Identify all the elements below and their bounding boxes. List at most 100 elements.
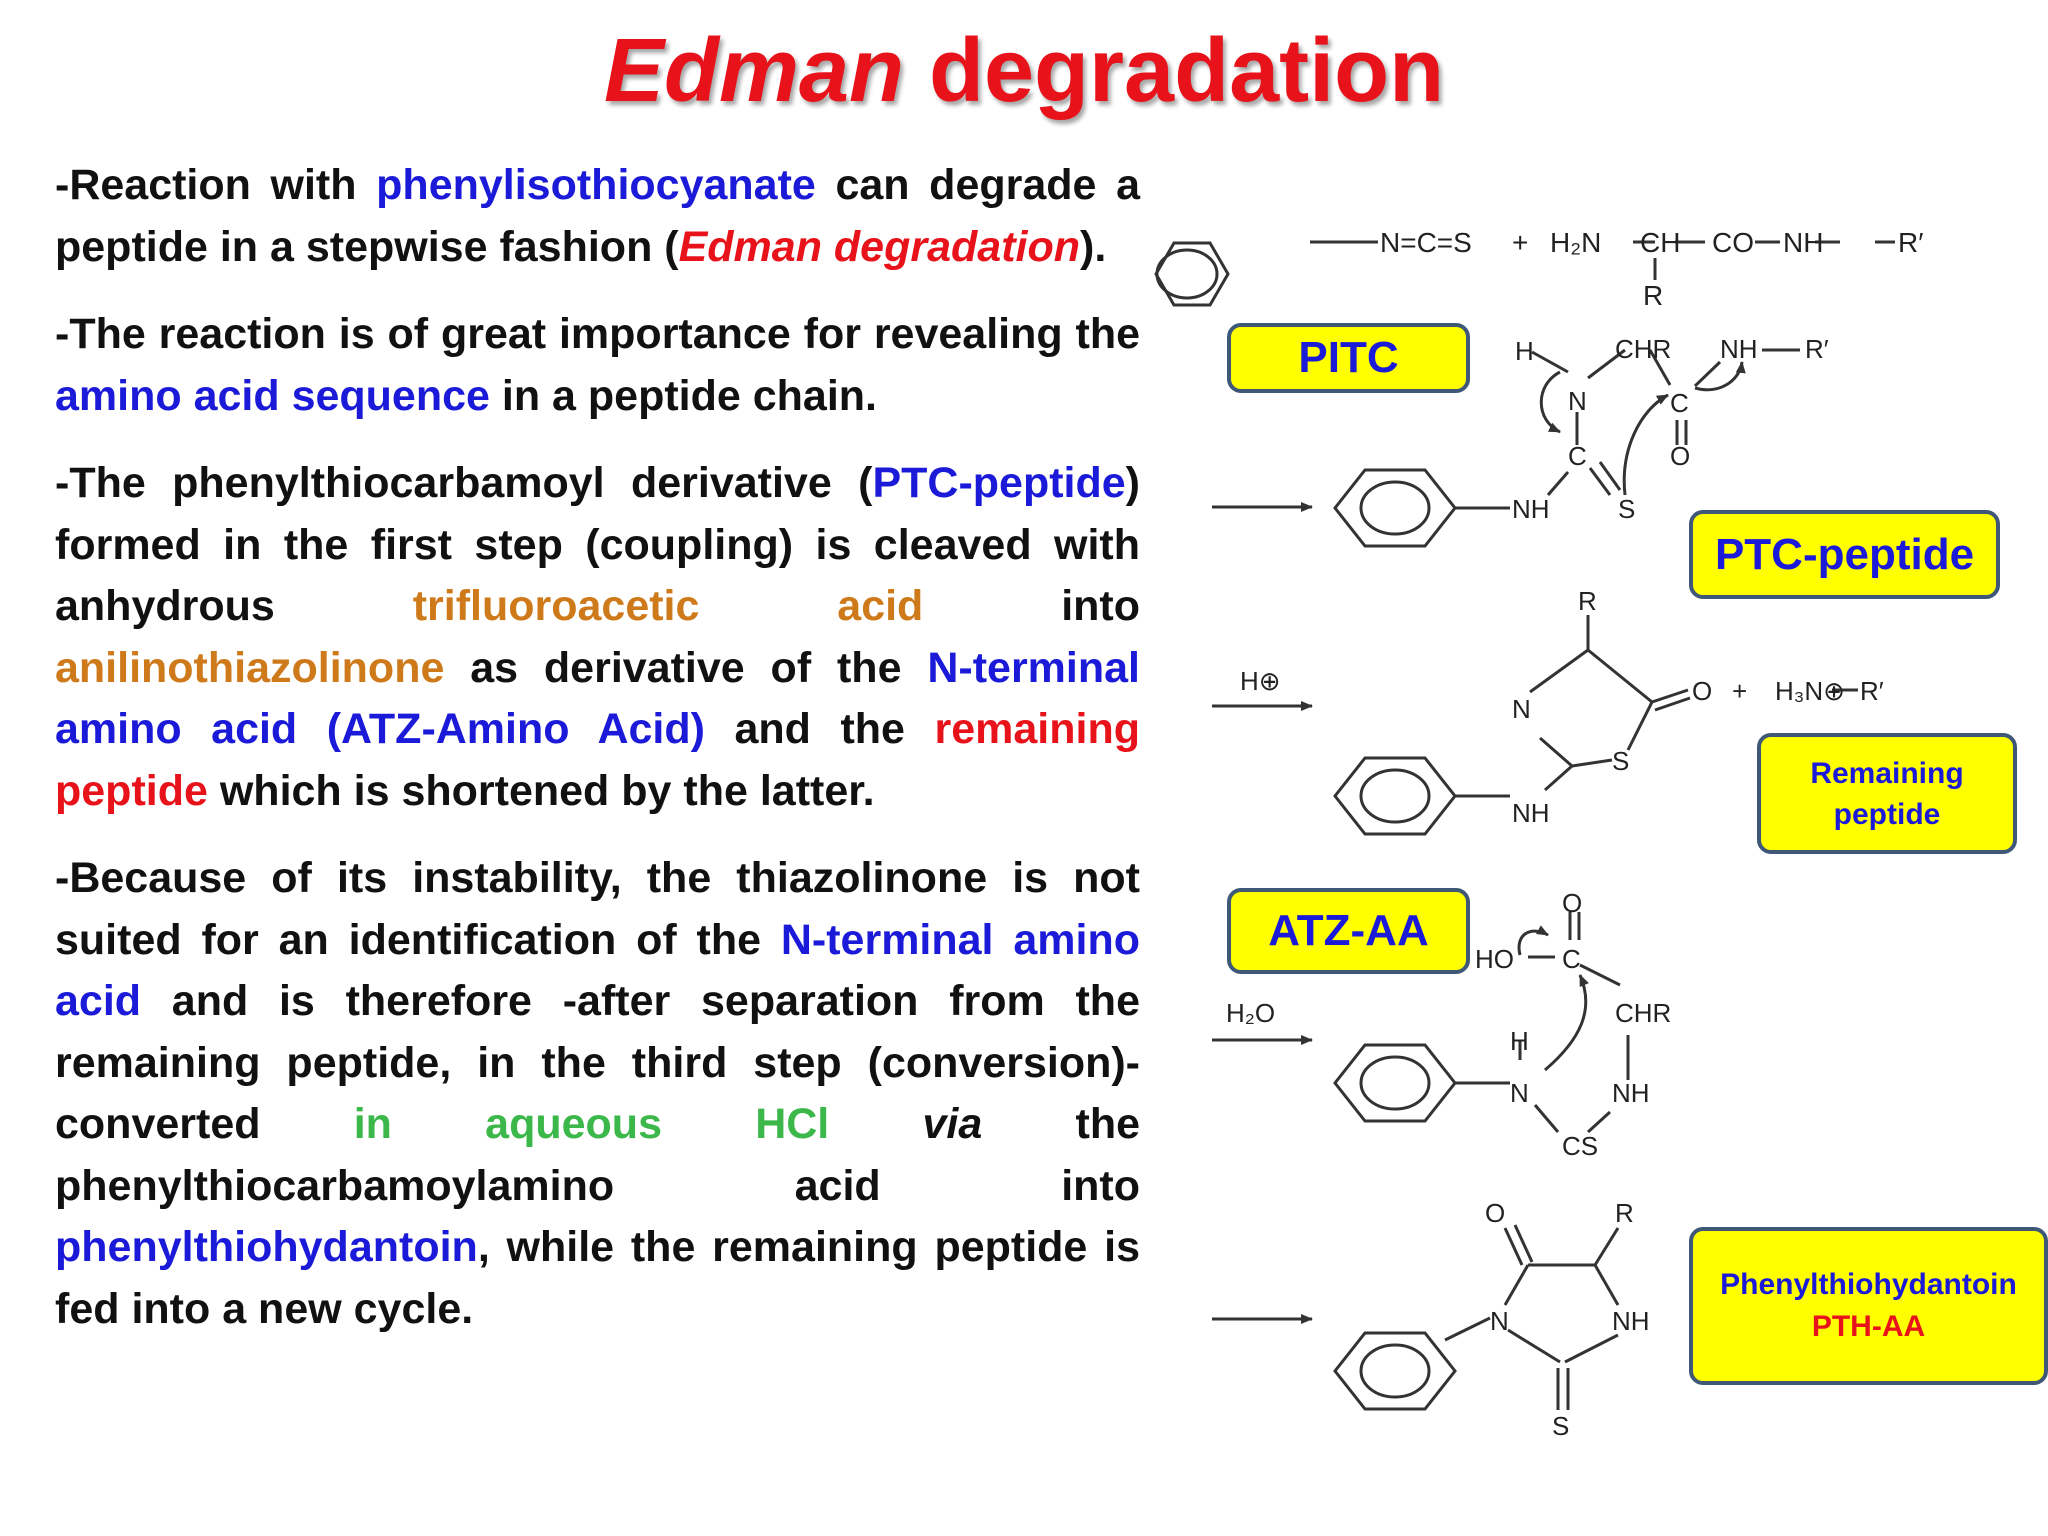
text-run: as derivative of the — [444, 643, 928, 692]
body-text: -Reaction with phenylisothiocyanate can … — [55, 155, 1140, 1366]
ptc-peptide-label-box: PTC-peptide — [1689, 510, 2000, 599]
atom-h3n: H₃N⊕ — [1775, 676, 1845, 706]
bond — [1651, 688, 1689, 704]
bond — [1598, 461, 1622, 491]
reagent-water: H₂O — [1226, 998, 1275, 1028]
curved-arrow — [1694, 361, 1746, 392]
bond — [1587, 348, 1626, 380]
title-degradation: degradation — [904, 21, 1445, 121]
bond — [1654, 696, 1691, 712]
text-run: into — [923, 582, 1140, 630]
term-trifluoroacetic-acid: trifluoroacetic acid — [412, 582, 924, 630]
bond — [1503, 1227, 1524, 1266]
bond — [1588, 467, 1612, 496]
benzene-ring-5 — [1333, 1331, 1457, 1411]
pth-label-line2: PTH-AA — [1811, 1310, 1926, 1343]
atom-co: CO — [1712, 227, 1754, 258]
atom-n: N — [1510, 1078, 1529, 1108]
bond — [1586, 1110, 1612, 1134]
title-edman: Edman — [603, 21, 904, 121]
atom-s: S — [1618, 494, 1635, 524]
paragraph-4: -Because of its instability, the thiazol… — [55, 848, 1140, 1340]
remaining-peptide-label-line1: Remaining — [1810, 756, 1964, 790]
text-run: which is shortened by the latter. — [207, 766, 875, 815]
atom-c: C — [1670, 388, 1689, 418]
paragraph-2: -The reaction is of great importance for… — [55, 304, 1140, 427]
atom-n: N — [1568, 386, 1587, 416]
atom-nh: NH — [1512, 494, 1550, 524]
bond — [1529, 648, 1589, 694]
bond — [1593, 1227, 1620, 1266]
bond — [1648, 349, 1672, 386]
term-phenylthiohydantoin: phenylthiohydantoin — [55, 1223, 478, 1271]
term-amino-acid-sequence: amino acid sequence — [55, 371, 490, 420]
bond — [1546, 471, 1570, 496]
text-run: can degrade a peptide in a stepwise fash… — [55, 161, 1140, 271]
ptc-peptide-label: PTC-peptide — [1714, 529, 1975, 579]
text-run: ). — [1080, 222, 1107, 271]
atom-h: H — [1515, 336, 1534, 366]
bond — [1507, 1328, 1561, 1364]
text-run: -Because of its instability, the thiazol… — [55, 854, 1140, 964]
bond — [1564, 1333, 1619, 1364]
atom-o: O — [1670, 441, 1690, 471]
pth-label-line1: Phenylthiohydantoin — [1720, 1268, 2017, 1301]
atom-o: O — [1485, 1198, 1505, 1228]
term-phenylisothiocyanate: phenylisothiocyanate — [376, 161, 816, 209]
bond — [1533, 1104, 1560, 1133]
benzene-ring-4 — [1333, 1043, 1457, 1123]
atom-ch: CH — [1640, 227, 1680, 258]
curved-arrow — [1517, 925, 1549, 956]
atom-r: R — [1615, 1198, 1634, 1228]
atz-aa-label: ATZ-AA — [1268, 906, 1429, 955]
atom-r-prime: R′ — [1805, 334, 1829, 364]
atom-h2n: H₂N — [1550, 227, 1601, 258]
atom-nh: NH — [1612, 1306, 1650, 1336]
atom-r: R — [1643, 280, 1663, 311]
plus-sign: + — [1512, 227, 1528, 258]
benzene-ring-3 — [1333, 756, 1457, 836]
term-remaining-peptide: remaining peptide — [55, 705, 1140, 815]
text-run: , while the remaining peptide is fed int… — [55, 1223, 1140, 1333]
atom-nh: NH — [1612, 1078, 1650, 1108]
atom-n: N — [1490, 1306, 1509, 1336]
atom-c: C — [1568, 441, 1587, 471]
curved-arrow — [1622, 393, 1669, 496]
plus-sign: + — [1732, 676, 1747, 706]
atom-n: N — [1512, 694, 1531, 724]
atom-r: R — [1578, 586, 1597, 616]
curved-arrow — [1539, 370, 1561, 434]
benzene-ring-2 — [1333, 468, 1457, 548]
bond — [1444, 1316, 1491, 1342]
curved-arrow — [1544, 974, 1589, 1072]
bond — [1513, 1224, 1534, 1263]
paragraph-1: -Reaction with phenylisothiocyanate can … — [55, 155, 1140, 278]
slide-title: Edman degradation — [0, 22, 2048, 121]
remaining-peptide-label-box: Remaining peptide — [1757, 733, 2017, 854]
atom-r-prime: R′ — [1860, 676, 1884, 706]
bond — [1533, 732, 1564, 760]
bond — [1587, 648, 1653, 704]
bond — [1626, 701, 1654, 751]
bond — [1228, 242, 1262, 274]
term-n-terminal-amino-acid: N-terminal amino acid — [55, 915, 1140, 1026]
pitc-label-box: PITC — [1227, 323, 1470, 393]
bond — [1571, 758, 1613, 768]
term-anilinothiazolinone: anilinothiazolinone — [55, 643, 445, 692]
text-run: in a peptide chain. — [489, 371, 878, 420]
text-run: and is therefore -after separation from … — [55, 977, 1140, 1148]
term-ptc-peptide: PTC-peptide — [872, 459, 1126, 507]
text-run: ) formed in the first step (coupling) is… — [55, 459, 1140, 630]
pth-aa-label-box: Phenylthiohydantoin PTH-AA — [1689, 1227, 2048, 1385]
pitc-label: PITC — [1298, 333, 1399, 382]
atom-chr: CHR — [1615, 334, 1671, 364]
atom-nh: NH — [1512, 798, 1550, 828]
atom-nh: NH — [1720, 334, 1758, 364]
atom-chr: CHR — [1615, 998, 1671, 1028]
reagent-acid: H⊕ — [1240, 666, 1281, 696]
term-aqueous-hcl: in aqueous HCl — [353, 1100, 830, 1148]
atz-aa-label-box: ATZ-AA — [1227, 888, 1470, 974]
atom-ho: HO — [1475, 944, 1514, 974]
term-n-terminal-amino-acid-atz: N-terminal amino acid (ATZ-Amino Acid) — [55, 643, 1140, 754]
